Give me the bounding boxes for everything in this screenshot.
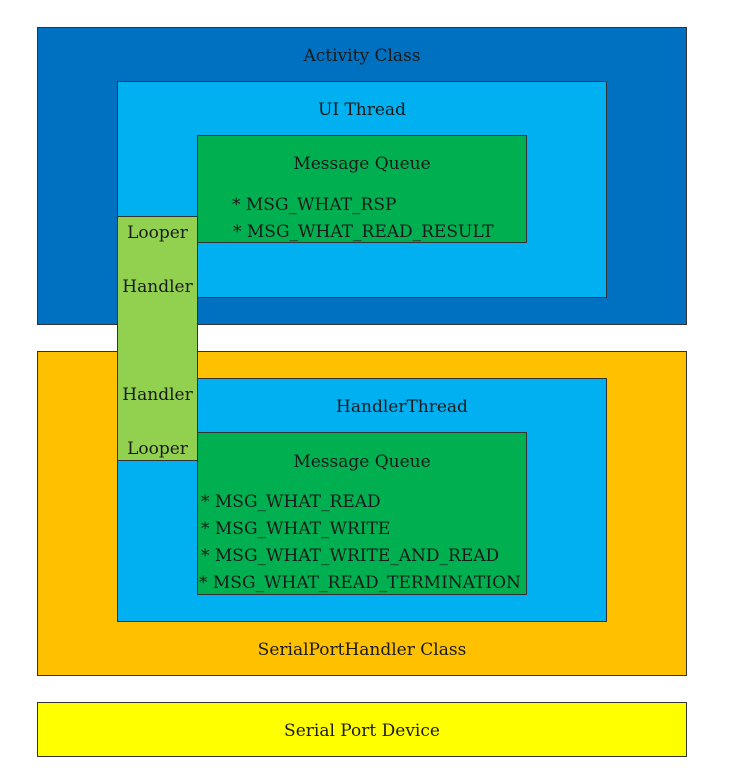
serial-port-device-label: Serial Port Device [284, 721, 440, 741]
handler-queue-message-write: * MSG_WHAT_WRITE [201, 519, 391, 539]
handler-queue-message-write-and-read: * MSG_WHAT_WRITE_AND_READ [201, 546, 500, 566]
serialport-handler-class-label: SerialPortHandler Class [257, 640, 467, 660]
ui-message-queue-box: Message Queue * MSG_WHAT_RSP * MSG_WHAT_… [197, 135, 527, 243]
lower-looper-label: Looper [127, 439, 188, 459]
handler-queue-message-read-termination: * MSG_WHAT_READ_TERMINATION [199, 573, 521, 593]
handler-message-queue-label: Message Queue [293, 452, 431, 472]
lower-handler-label: Handler [122, 385, 193, 405]
serial-port-device-box: Serial Port Device [37, 702, 687, 757]
handler-message-queue-box: Message Queue * MSG_WHAT_READ * MSG_WHAT… [197, 432, 527, 595]
upper-looper-label: Looper [127, 223, 188, 243]
activity-class-label: Activity Class [303, 46, 421, 66]
upper-handler-label: Handler [122, 277, 193, 297]
ui-thread-label: UI Thread [318, 100, 406, 120]
ui-queue-message-rsp: * MSG_WHAT_RSP [232, 195, 397, 215]
ui-message-queue-label: Message Queue [293, 154, 431, 174]
ui-queue-message-read-result: * MSG_WHAT_READ_RESULT [233, 222, 494, 242]
handler-looper-bridge: Looper Handler Handler Looper [117, 216, 198, 461]
handler-thread-label: HandlerThread [336, 397, 468, 417]
handler-queue-message-read: * MSG_WHAT_READ [201, 492, 381, 512]
